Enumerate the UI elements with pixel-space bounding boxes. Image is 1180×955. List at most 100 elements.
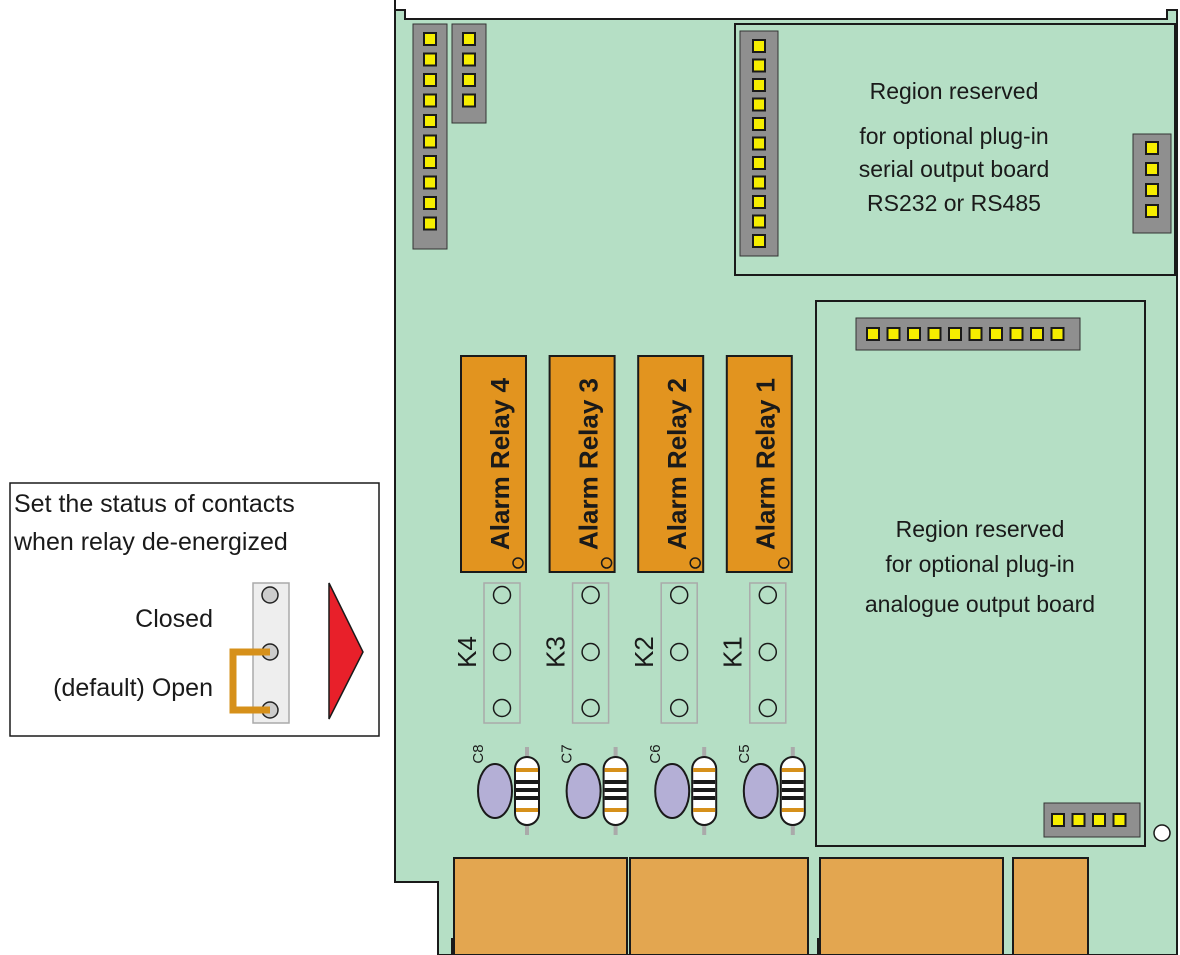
jumper-pin <box>758 585 778 605</box>
jumper-block[interactable] <box>483 582 521 724</box>
header-pin <box>1051 813 1065 827</box>
header-pin <box>1050 327 1065 341</box>
header-pin <box>423 93 437 108</box>
jumper-pin <box>758 698 778 718</box>
header-pin <box>1071 813 1086 827</box>
resistor-band <box>693 796 716 800</box>
serial-header-11-pin-pins <box>752 39 766 248</box>
jumper-label: K3 <box>540 636 570 668</box>
serial-header-4-pin-pins <box>1145 141 1159 218</box>
jumper-label: K2 <box>629 636 659 668</box>
legend-title-line-2: when relay de-energized <box>13 528 288 556</box>
capacitor <box>654 763 691 819</box>
header-pin <box>752 97 766 112</box>
resistor-band <box>781 780 804 784</box>
header-pin <box>752 214 766 229</box>
header-pin <box>752 156 766 170</box>
legend-pin-top <box>261 586 279 604</box>
header-pin <box>752 39 766 53</box>
header-pin <box>1145 141 1159 155</box>
header-pin <box>968 327 983 341</box>
jumper-label: K4 <box>452 636 482 668</box>
relay-pin1-marker <box>512 557 524 569</box>
jumper-block[interactable] <box>749 582 787 724</box>
header-pin <box>752 117 766 131</box>
top-left-headers <box>412 23 487 250</box>
jumper-legend: Set the status of contacts when relay de… <box>9 482 380 737</box>
header-pin <box>462 93 476 108</box>
resistor-band <box>604 796 627 800</box>
resistor-band <box>781 796 804 800</box>
header-pin <box>423 52 437 67</box>
header-pin <box>948 327 962 341</box>
resistor-band <box>604 780 627 784</box>
terminal-block-2 <box>629 857 809 955</box>
header-pin <box>423 175 437 190</box>
header-pin <box>1145 162 1159 176</box>
header-pin <box>752 175 766 190</box>
jumper-label: K1 <box>718 636 748 668</box>
header-pin <box>752 136 766 151</box>
resistor-band <box>693 780 716 784</box>
resistor-band <box>781 768 804 772</box>
header-pin <box>423 196 437 210</box>
jumper-pin <box>669 642 689 662</box>
analogue-region-outline <box>815 300 1146 847</box>
resistor-band <box>693 768 716 772</box>
analogue-region: Region reserved for optional plug-in ana… <box>815 300 1146 847</box>
jumper-block[interactable] <box>571 582 610 724</box>
header-pin <box>1009 327 1024 341</box>
relay-label: Alarm Relay 2 <box>662 378 692 550</box>
analogue-region-text-2: for optional plug-in <box>885 551 1074 577</box>
resistor-band <box>516 768 538 772</box>
capacitor-label: C7 <box>559 744 576 763</box>
header-pin <box>423 32 437 46</box>
resistor-band <box>516 808 538 812</box>
jumper-pin <box>669 585 689 605</box>
relay-body <box>460 355 527 573</box>
jumper-pin <box>581 585 600 605</box>
jumper-pin <box>669 698 689 718</box>
header-pin <box>423 155 437 169</box>
mounting-hole <box>1153 824 1171 842</box>
header-pin <box>423 73 437 87</box>
relay-body <box>725 355 793 573</box>
resistor-band <box>781 788 804 792</box>
header-pin <box>1092 813 1106 827</box>
header-pin <box>1145 204 1159 218</box>
serial-region-text-1: Region reserved <box>870 78 1039 104</box>
legend-open-label: (default) Open <box>53 674 213 702</box>
analogue-header-10-pin-pins <box>866 327 1065 341</box>
terminal-block-4 <box>1012 857 1089 955</box>
header-pin <box>907 327 921 341</box>
relay-label: Alarm Relay 3 <box>573 378 603 550</box>
legend-box <box>9 482 380 737</box>
legend-title-line-1: Set the status of contacts <box>14 490 295 518</box>
jumper-block[interactable] <box>660 582 698 724</box>
header-pin <box>752 234 766 248</box>
header-pin <box>462 73 476 87</box>
serial-region: Region reserved for optional plug-in ser… <box>734 23 1176 276</box>
jumper-pin <box>581 642 600 662</box>
header-pin <box>752 58 766 73</box>
jumper-pin <box>492 698 512 718</box>
header-pin <box>462 32 476 46</box>
serial-region-text-3: serial output board <box>859 156 1050 182</box>
legend-closed-label: Closed <box>135 605 213 633</box>
jumper-pin <box>758 642 778 662</box>
analogue-region-text-3: analogue output board <box>865 591 1095 617</box>
resistor-band <box>516 780 538 784</box>
capacitor-label: C8 <box>470 744 487 763</box>
resistor-band <box>781 808 804 812</box>
header-pin <box>927 327 942 341</box>
header-pin <box>752 78 766 92</box>
header-pin <box>866 327 880 341</box>
header-4-pin-pins <box>462 32 476 108</box>
header-pin <box>423 134 437 149</box>
capacitor <box>477 763 513 819</box>
resistor-band <box>516 788 538 792</box>
